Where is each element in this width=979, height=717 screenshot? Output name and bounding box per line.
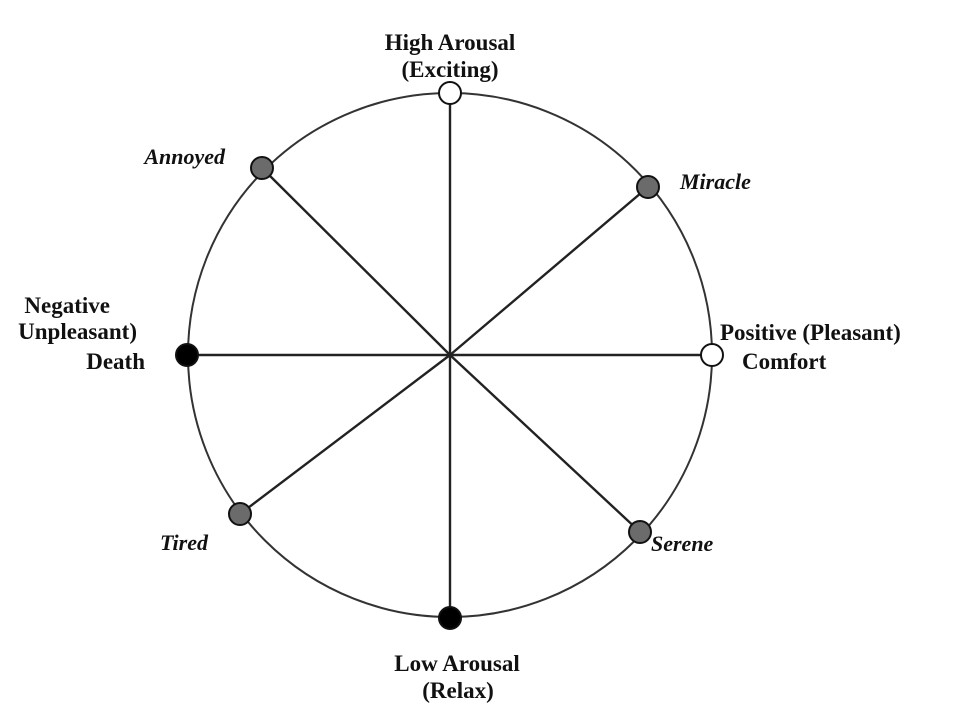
label-serene: Serene: [651, 531, 714, 556]
sublabel-exciting: (Exciting): [401, 57, 498, 82]
node-tired: [228, 502, 252, 526]
node-low-arousal: [438, 606, 462, 630]
spoke-serene: [448, 353, 642, 534]
node-serene: [628, 520, 652, 544]
node-miracle: [636, 175, 660, 199]
spoke-tired: [238, 353, 452, 516]
spoke-miracle: [448, 185, 650, 357]
label-miracle: Miracle: [679, 169, 751, 194]
label-positive-pleasant: Positive (Pleasant): [720, 320, 901, 345]
label-high-arousal: High Arousal: [385, 30, 516, 55]
label-annoyed: Annoyed: [142, 144, 226, 169]
spoke-annoyed: [260, 166, 452, 357]
node-high-arousal: [438, 81, 462, 105]
label-negative: Negative: [24, 293, 110, 318]
sublabel-relax: (Relax): [422, 678, 494, 703]
label-comfort: Comfort: [742, 349, 827, 374]
sublabel-unpleasant: Unpleasant): [18, 319, 137, 344]
node-annoyed: [250, 156, 274, 180]
label-death: Death: [86, 349, 145, 374]
node-positive: [700, 343, 724, 367]
label-tired: Tired: [160, 530, 209, 555]
label-low-arousal: Low Arousal: [394, 651, 519, 676]
node-negative: [175, 343, 199, 367]
